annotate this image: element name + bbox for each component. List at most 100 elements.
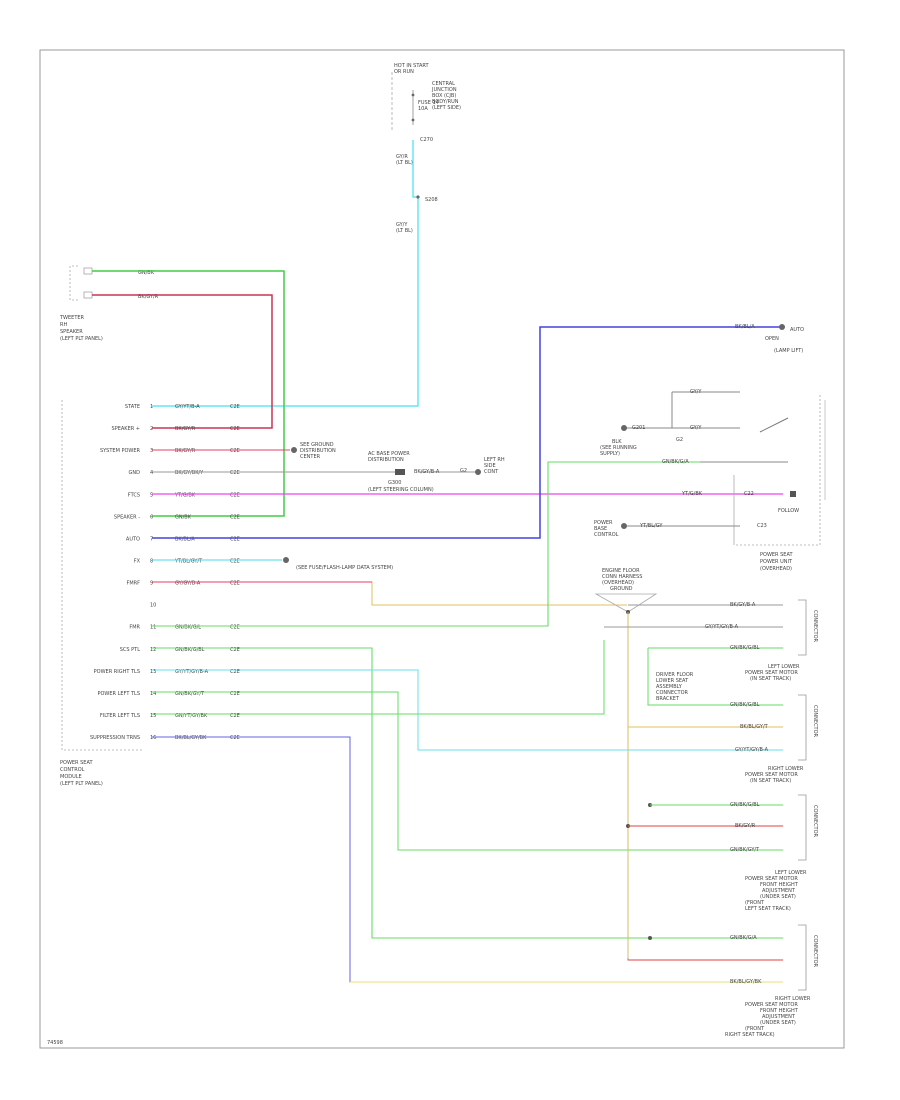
module-pin-number: 6 [150,514,153,520]
module-wire-color: BK/GY/R [175,448,196,454]
module-label-2: CONTROL [60,767,85,773]
speaker-wire-2: BK/GY/R [138,294,159,300]
module-pin-number: 11 [150,625,156,631]
g2-label-2: SIDE [484,463,496,469]
seat-group-1: LEFT LOWER POWER SEAT MOTOR (IN SEAT TRA… [628,664,818,761]
speaker-minus-wire [92,294,273,429]
module-pin-name: FX [134,558,141,564]
module-pin-name: SPEAKER + [112,426,140,432]
right-top-label-1: AUTO [790,327,804,333]
seat3-label-5: (UNDER SEAT) [760,894,796,900]
splice-connector-1 [798,599,807,656]
splice-box-label-3: (OVERHEAD) [602,580,634,586]
fuse-block-note-3: BOX (CJB) [432,93,456,99]
module-wire-color: GN/YT/GY/BK [175,713,208,719]
main-gnd-note: (LEFT STEERING COLUMN) [368,487,434,493]
seat3-label-6: (FRONT [745,900,765,906]
seat1-label-2: POWER SEAT MOTOR [745,670,798,676]
seat1-sub-3: ASSEMBLY [656,684,683,690]
diagram-border [39,49,845,1049]
wire-auto [152,326,780,539]
fx-note-1: POWER [594,520,613,526]
module-circuit: C2E [230,514,240,520]
seat3-label-1: LEFT LOWER [775,870,807,876]
seat2-label-2: POWER SEAT MOTOR [745,772,798,778]
fuse-ref: (SEE FUSE/FLASH-LAMP DATA SYSTEM) [296,565,393,571]
splice-out-3 [647,647,783,706]
module-bracket [61,400,142,751]
fuse-block-note-1: CENTRAL [432,81,455,87]
module-wire-color: YT/G/BK [174,492,196,498]
g1-label-3: CENTER [300,454,321,460]
module-pin-number: 3 [150,448,153,454]
wire-scs-ptl [152,647,783,939]
module-wire-color: BK/BL/GY/BK [175,735,207,741]
feed-switch [759,417,789,433]
seat3-label-4: ADJUSTMENT [762,888,796,894]
fuse-label-1: FUSE 14 [418,100,439,106]
fx-wire-label: YT/BL/GY [639,523,663,529]
grn-wire-label: GN/BK/G/A [662,459,689,465]
main-gnd-title-2: DISTRIBUTION [368,457,404,463]
speaker-label-1: TWEETER [59,315,85,321]
module-wire-color: GY/YT/B-A [175,404,200,410]
module-pin-number: 7 [150,536,153,542]
feed-label-2: (SEE RUNNING [600,445,637,451]
module-pin-name: SUPPRESSION TRNS [90,735,140,741]
seat4-label-6: (FRONT [745,1026,765,1032]
module-wire-color: GN/BK [175,514,192,520]
seat2-line-3: GN/BK/GY/T [730,847,760,853]
fx-sub: C23 [757,523,767,529]
main-gnd-wire: BK/GY/B-A [414,469,440,475]
seat3-line-2: BK/BL/GY/BK [730,979,762,985]
power-seat-module: POWER SEAT CONTROL MODULE (LEFT PLT PANE… [60,400,240,787]
module-pin-name: SYSTEM POWER [100,448,141,454]
g2-label-1: LEFT RH [484,457,505,463]
module-pin-name: SCS PTL [120,647,140,653]
splice-wire-3: GN/BK/G/BL [730,645,760,651]
module-pin-name: FTCS [128,492,140,498]
module-circuit: C2E [230,735,240,741]
module-circuit: C2E [230,647,240,653]
fx-code: C22 [744,491,754,497]
module-wire-color: BK/BL/A [175,536,195,542]
module-pin-number: 15 [150,713,156,719]
g2-code: G2 [460,468,467,474]
seat4-label-7: RIGHT SEAT TRACK) [725,1032,775,1038]
module-circuit: C2E [230,669,240,675]
module-circuit: C2E [230,581,240,587]
seat2-connector: CONNECTOR [812,805,818,838]
wire-power-left [152,691,783,851]
module-pin-number: 10 [150,603,156,609]
module-pin-number: 14 [150,691,156,697]
power-feed-wire [152,140,419,407]
module-pin-number: 9 [150,581,153,587]
seat4-label-5: (UNDER SEAT) [760,1020,796,1026]
module-label-3: MODULE [60,774,82,780]
module-wire-color: BK/GY/R [175,426,196,432]
module-pin-name: FMR [129,625,140,631]
splice-box-label-1: ENGINE FLOOR [602,568,640,574]
main-gnd-code: G300 [388,480,401,486]
fuse-block-title-1: HOT IN START [394,63,430,69]
module-pin-name: GND [129,470,141,476]
wire-fmr [152,461,700,627]
seat-group-3: LEFT LOWER POWER SEAT MOTOR FRONT HEIGHT… [648,870,818,991]
wire-fmrf [152,581,627,606]
speaker-plus-wire [92,270,285,517]
right-module: BK/BL/A AUTO OPEN (LAMP LIFT) POWER SEAT… [594,324,826,572]
seat2-line-1: GN/BK/G/BL [730,802,760,808]
splice-wire-2: GY/YT/GY/B-A [705,624,739,630]
seat2-line-2: BK/GY/R [735,823,756,829]
seat1-line-1: GN/BK/G/BL [730,702,760,708]
fuse-wire-bottom-2: (LT BL) [396,228,413,234]
splice-connector-label-1: CONNECTOR [812,610,818,643]
right-label-1: POWER SEAT [760,552,793,558]
seat3-label-2: POWER SEAT MOTOR [745,876,798,882]
g1-label-2: DISTRIBUTION [300,448,336,454]
feed-code: G201 [632,425,645,431]
module-wire-color: GY/YT/GY/B-A [175,669,209,675]
seat2-label-3: (IN SEAT TRACK) [750,778,791,784]
module-pin-number: 5 [150,492,153,498]
